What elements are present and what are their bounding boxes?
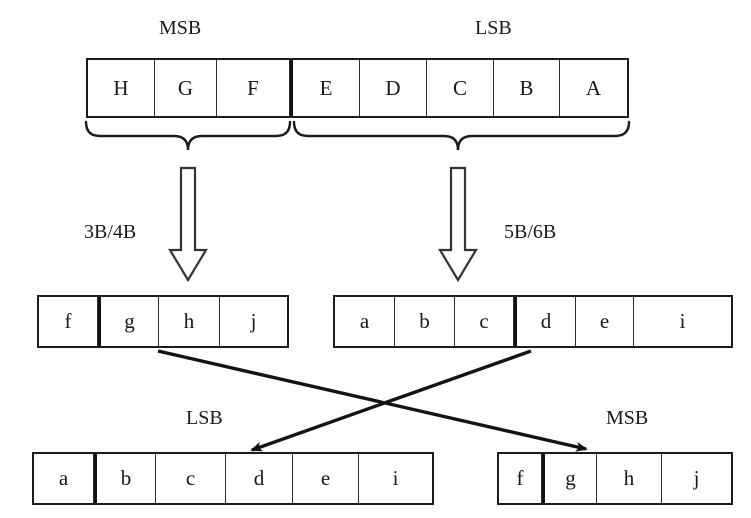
- output-msb-row: f g h j: [497, 452, 733, 505]
- label-top-msb: MSB: [159, 17, 202, 39]
- bit-cell: E: [290, 60, 360, 116]
- bit-cell: d: [514, 297, 576, 346]
- bit-cell: A: [560, 60, 627, 116]
- bit-cell: j: [220, 297, 287, 346]
- bit-cell: i: [359, 454, 432, 503]
- bit-cell: h: [597, 454, 662, 503]
- bit-cell: g: [542, 454, 597, 503]
- input-byte-row: H G F E D C B A: [86, 58, 629, 118]
- encoded-3b4b-row: f g h j: [37, 295, 289, 348]
- bit-cell: a: [335, 297, 395, 346]
- bit-cell: a: [34, 454, 94, 503]
- brace-msb-group: [84, 120, 292, 151]
- label-top-lsb: LSB: [475, 17, 512, 39]
- crossover-arrow-to-lsb: [250, 349, 532, 452]
- label-bottom-lsb: LSB: [186, 407, 223, 429]
- bit-cell: b: [395, 297, 455, 346]
- bit-cell: f: [39, 297, 98, 346]
- bit-cell: D: [360, 60, 427, 116]
- block-arrow-3b4b: [168, 166, 208, 283]
- bit-cell: d: [226, 454, 293, 503]
- bit-cell: b: [94, 454, 156, 503]
- label-3b4b-encoder: 3B/4B: [84, 221, 137, 243]
- bit-cell: c: [455, 297, 514, 346]
- crossover-arrow-to-msb: [157, 349, 588, 452]
- bit-cell: h: [159, 297, 220, 346]
- output-lsb-row: a b c d e i: [32, 452, 434, 505]
- bit-cell: j: [662, 454, 731, 503]
- bit-cell: f: [499, 454, 542, 503]
- bit-cell: G: [155, 60, 217, 116]
- bit-cell: H: [88, 60, 155, 116]
- encoded-5b6b-row: a b c d e i: [333, 295, 733, 348]
- bit-cell: i: [634, 297, 731, 346]
- bit-cell: F: [217, 60, 290, 116]
- bit-cell: C: [427, 60, 494, 116]
- block-arrow-5b6b: [438, 166, 478, 283]
- bit-cell: c: [156, 454, 226, 503]
- bit-cell: e: [293, 454, 359, 503]
- bit-cell: B: [494, 60, 560, 116]
- bit-cell: e: [576, 297, 634, 346]
- brace-lsb-group: [292, 120, 631, 151]
- label-5b6b-encoder: 5B/6B: [504, 221, 557, 243]
- label-bottom-msb: MSB: [606, 407, 649, 429]
- bit-cell: g: [98, 297, 159, 346]
